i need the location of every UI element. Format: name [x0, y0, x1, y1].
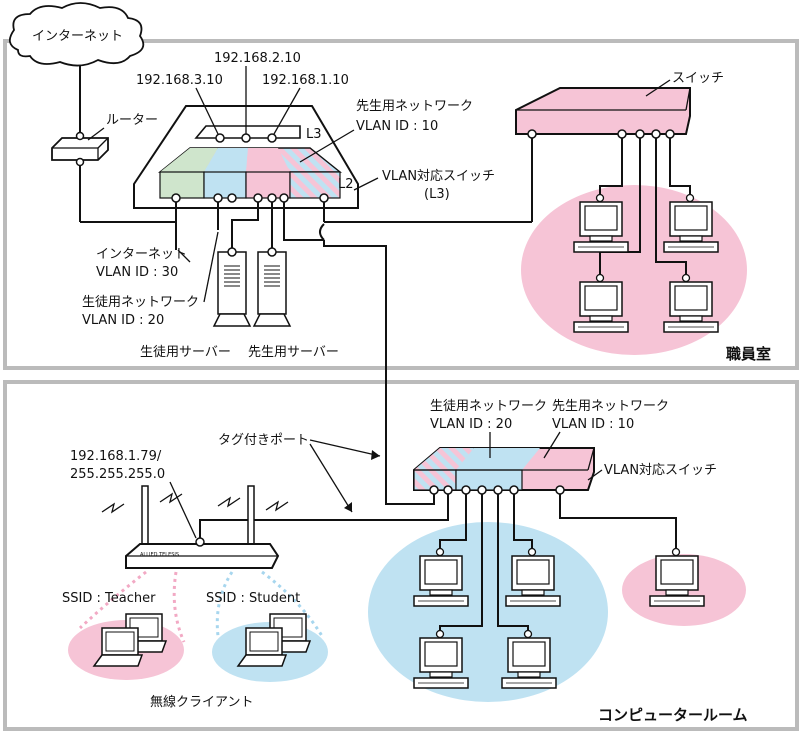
- ap-ip-line2: 255.255.255.0: [70, 467, 165, 482]
- student-pc-area: [368, 522, 608, 702]
- student-pc: [501, 637, 557, 689]
- internet-vlan-line2: VLAN ID : 30: [96, 265, 178, 280]
- staff-pc: [663, 201, 719, 253]
- l2-face-green: [159, 171, 205, 199]
- teacher-vlan-line1: 先生用ネットワーク: [356, 99, 473, 114]
- student-pc: [413, 555, 469, 607]
- l2-face-striped: [289, 171, 341, 199]
- l2-label: L2: [338, 177, 354, 192]
- room-student-line1: 生徒用ネットワーク: [430, 399, 547, 414]
- room-student-line2: VLAN ID : 20: [430, 417, 512, 432]
- staff-pc: [663, 281, 719, 333]
- ap-ip-line1: 192.168.1.79/: [70, 449, 162, 464]
- student-pc: [413, 637, 469, 689]
- staff-pc: [573, 201, 629, 253]
- staff-switch: [515, 87, 691, 135]
- router: [51, 137, 109, 161]
- student-vlan-line2: VLAN ID : 20: [82, 313, 164, 328]
- cloud-label: インターネット: [32, 29, 123, 44]
- ssid-student: SSID : Student: [206, 591, 300, 606]
- ip-left: 192.168.3.10: [136, 73, 223, 88]
- wireless-clients-label: 無線クライアント: [150, 694, 253, 710]
- teacher-vlan-line2: VLAN ID : 10: [356, 119, 438, 134]
- staff-switch-label: スイッチ: [672, 71, 724, 86]
- staff-room-frame: [3, 39, 799, 370]
- room-teacher-line1: 先生用ネットワーク: [552, 399, 669, 414]
- ip-mid: 192.168.2.10: [214, 51, 301, 66]
- teacher-pc: [649, 555, 705, 607]
- computer-room-label: コンピュータールーム: [598, 706, 748, 724]
- student-server: [213, 251, 251, 327]
- internet-vlan-line1: インターネット: [96, 247, 187, 262]
- room-switch-label: VLAN対応スイッチ: [604, 463, 717, 478]
- internet-cloud: [8, 2, 145, 67]
- teacher-server-label: 先生用サーバー: [248, 345, 339, 360]
- l3-switch-label1: VLAN対応スイッチ: [382, 169, 495, 184]
- tagged-port-label: タグ付きポート: [218, 433, 309, 448]
- student-server-label: 生徒用サーバー: [140, 345, 231, 360]
- staff-pc: [573, 281, 629, 333]
- l2-face-blue: [203, 171, 247, 199]
- l3-switch-label2: (L3): [424, 187, 450, 202]
- computer-room-frame: [3, 380, 799, 731]
- student-vlan-line1: 生徒用ネットワーク: [82, 295, 199, 310]
- ssid-teacher: SSID : Teacher: [62, 591, 156, 606]
- ap-brand: ALLIED TELESIS: [140, 552, 179, 558]
- room-teacher-line2: VLAN ID : 10: [552, 417, 634, 432]
- student-pc: [505, 555, 561, 607]
- teacher-server: [253, 251, 291, 327]
- l3-label: L3: [306, 127, 322, 142]
- ip-right: 192.168.1.10: [262, 73, 349, 88]
- staff-room-label: 職員室: [726, 345, 771, 363]
- router-label: ルーター: [106, 113, 158, 128]
